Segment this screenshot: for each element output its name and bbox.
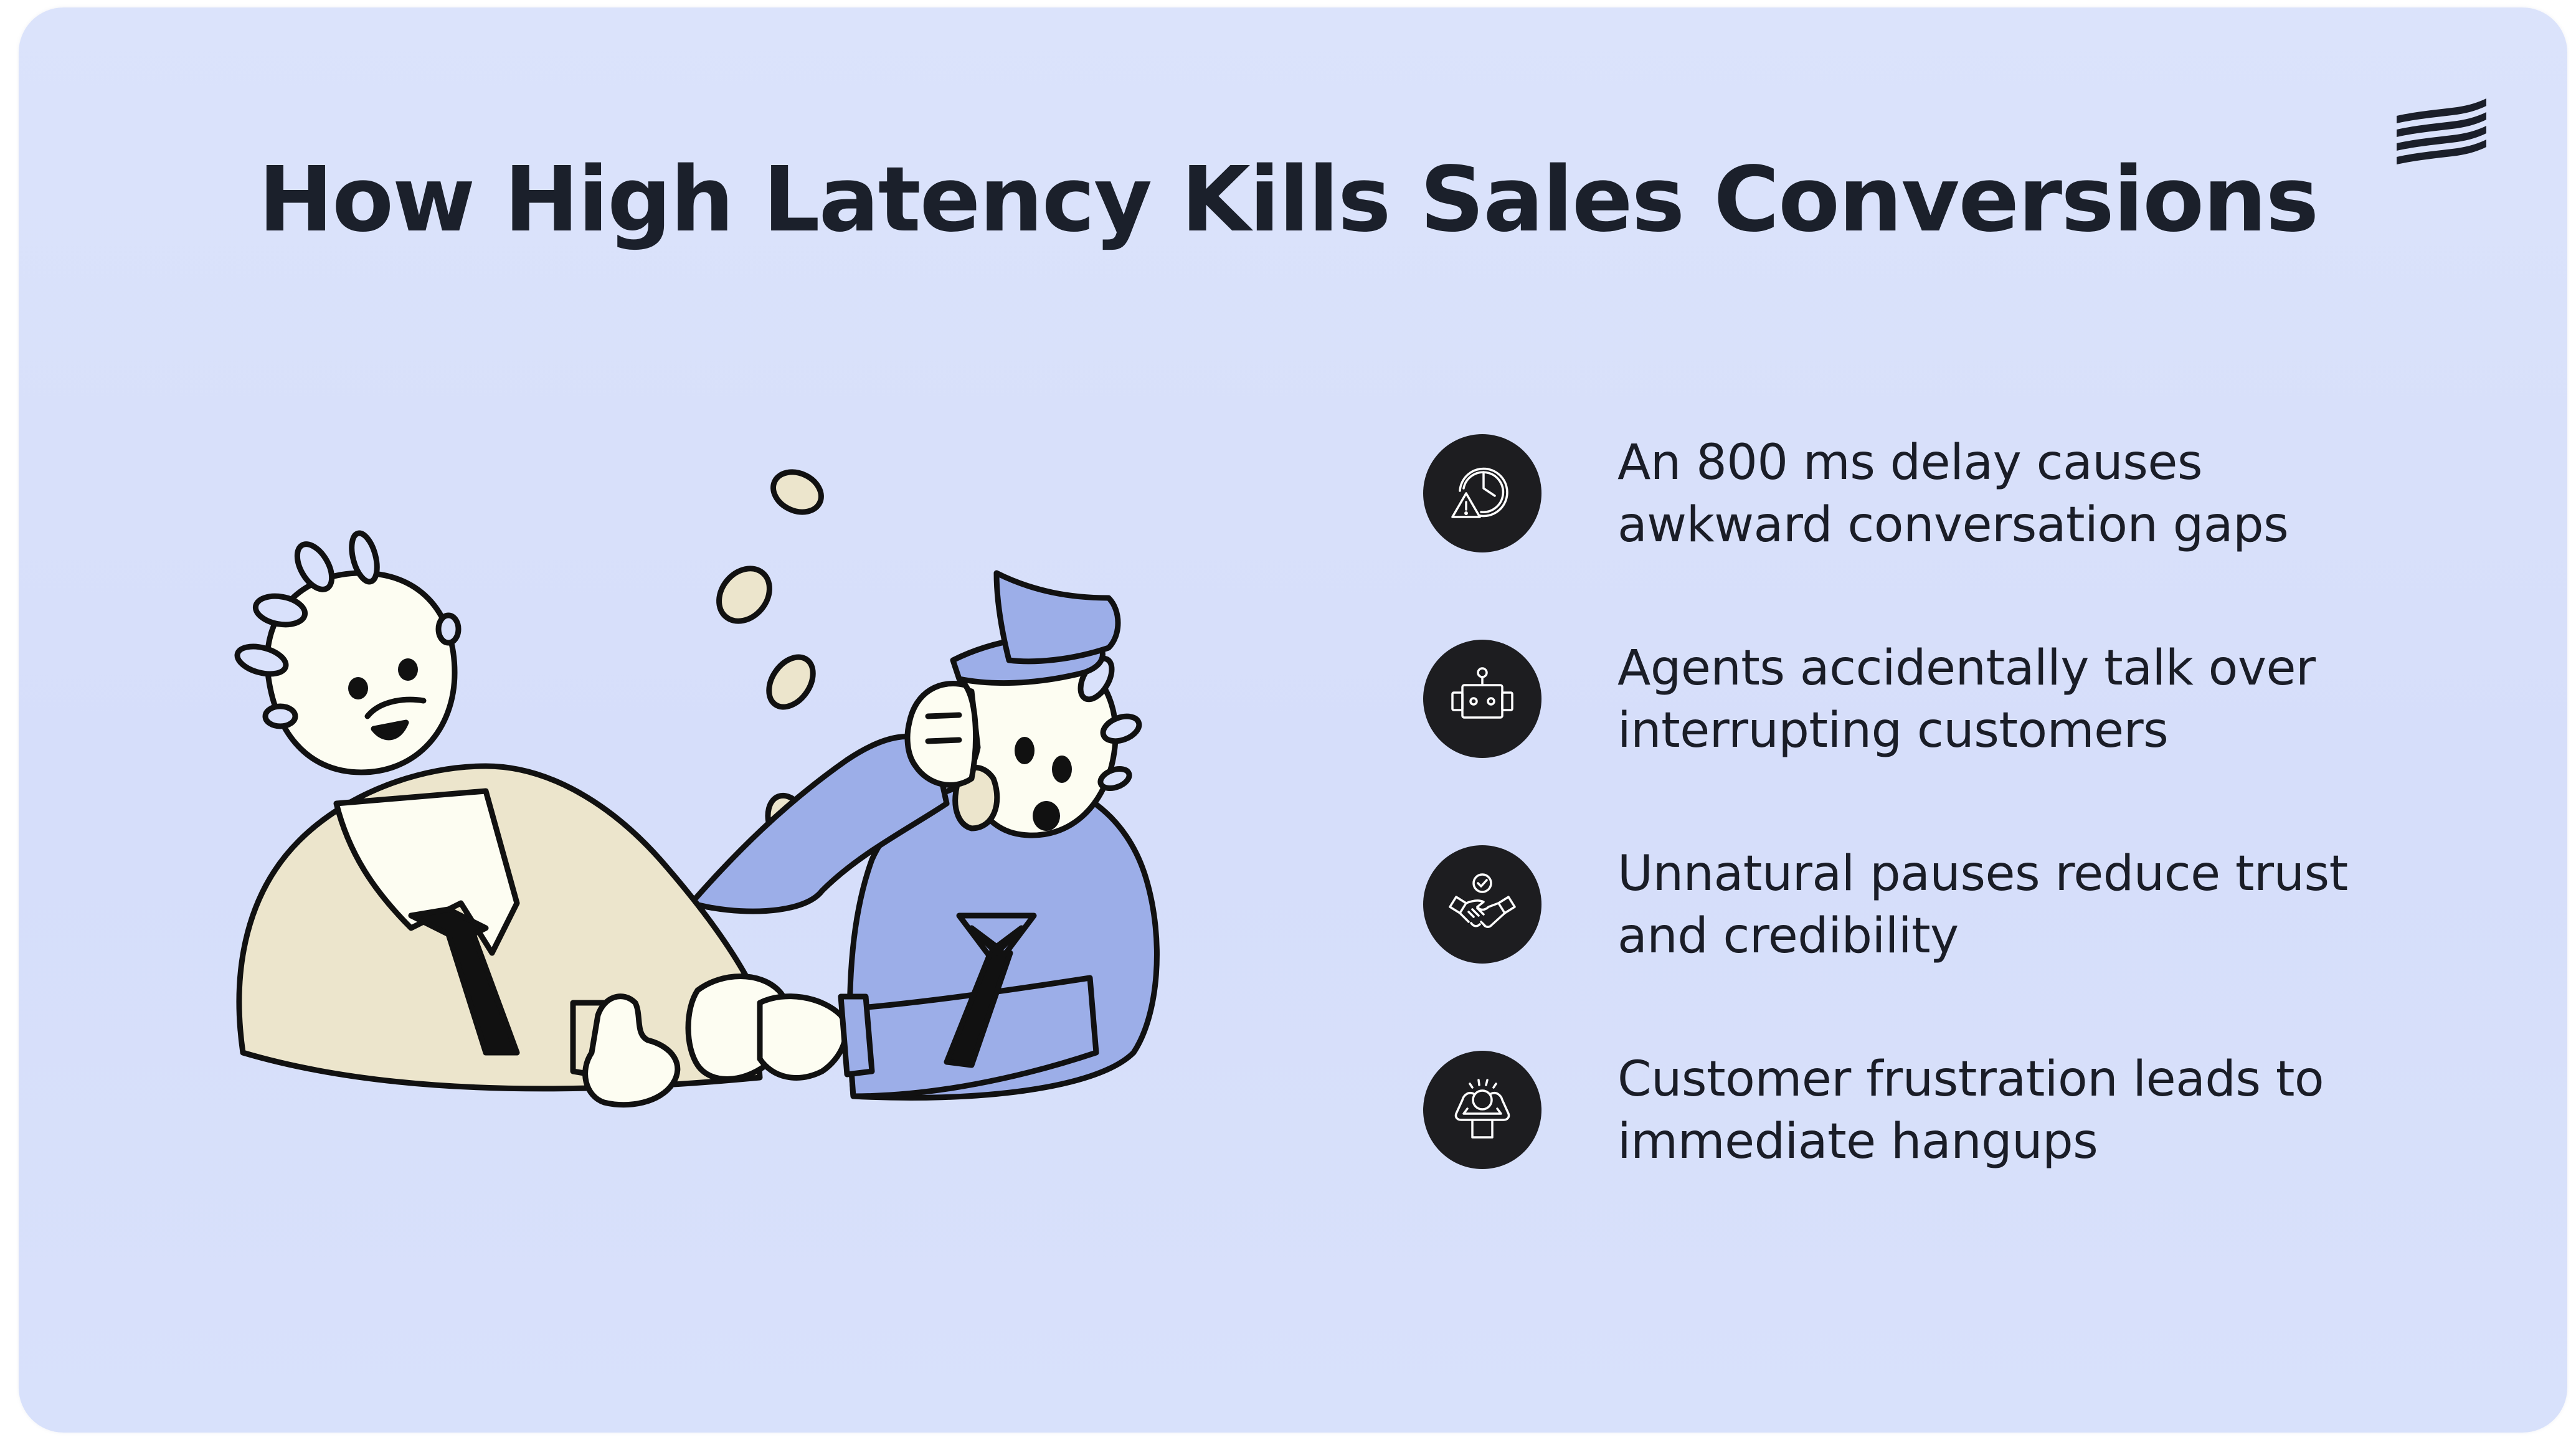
coin-icon	[770, 469, 824, 515]
point-text: Customer frustration leads to immediate …	[1617, 1048, 2452, 1173]
wavy-stripes-logo-icon	[2397, 98, 2486, 164]
point-item: An 800 ms delay causes awkward conversat…	[1423, 434, 2482, 559]
point-line-1: Agents accidentally talk over	[1617, 640, 2316, 696]
point-line-2: interrupting customers	[1617, 703, 2169, 759]
coin-icon	[766, 654, 816, 710]
page-title: How High Latency Kills Sales Conversions	[258, 147, 2319, 252]
point-line-2: awkward conversation gaps	[1617, 497, 2289, 553]
point-item: Agents accidentally talk over interrupti…	[1423, 640, 2482, 764]
robot-icon	[1423, 640, 1541, 758]
point-item: Unnatural pauses reduce trust and credib…	[1423, 845, 2482, 970]
point-text: An 800 ms delay causes awkward conversat…	[1617, 432, 2452, 556]
point-line-1: Unnatural pauses reduce trust	[1617, 846, 2348, 902]
point-text: Unnatural pauses reduce trust and credib…	[1617, 843, 2452, 967]
point-line-2: immediate hangups	[1617, 1114, 2098, 1170]
point-line-1: Customer frustration leads to	[1617, 1051, 2324, 1107]
point-text: Agents accidentally talk over interrupti…	[1617, 637, 2452, 762]
handshake-illustration	[234, 469, 1160, 1108]
handshake-check-icon	[1423, 845, 1541, 964]
clock-warning-icon	[1423, 434, 1541, 552]
point-item: Customer frustration leads to immediate …	[1423, 1051, 2482, 1175]
coin-icon	[716, 566, 772, 624]
point-line-1: An 800 ms delay causes	[1617, 435, 2202, 491]
point-line-2: and credibility	[1617, 908, 1959, 964]
frustrated-person-icon	[1423, 1051, 1541, 1169]
slide-card: How High Latency Kills Sales Conversions	[19, 7, 2567, 1433]
